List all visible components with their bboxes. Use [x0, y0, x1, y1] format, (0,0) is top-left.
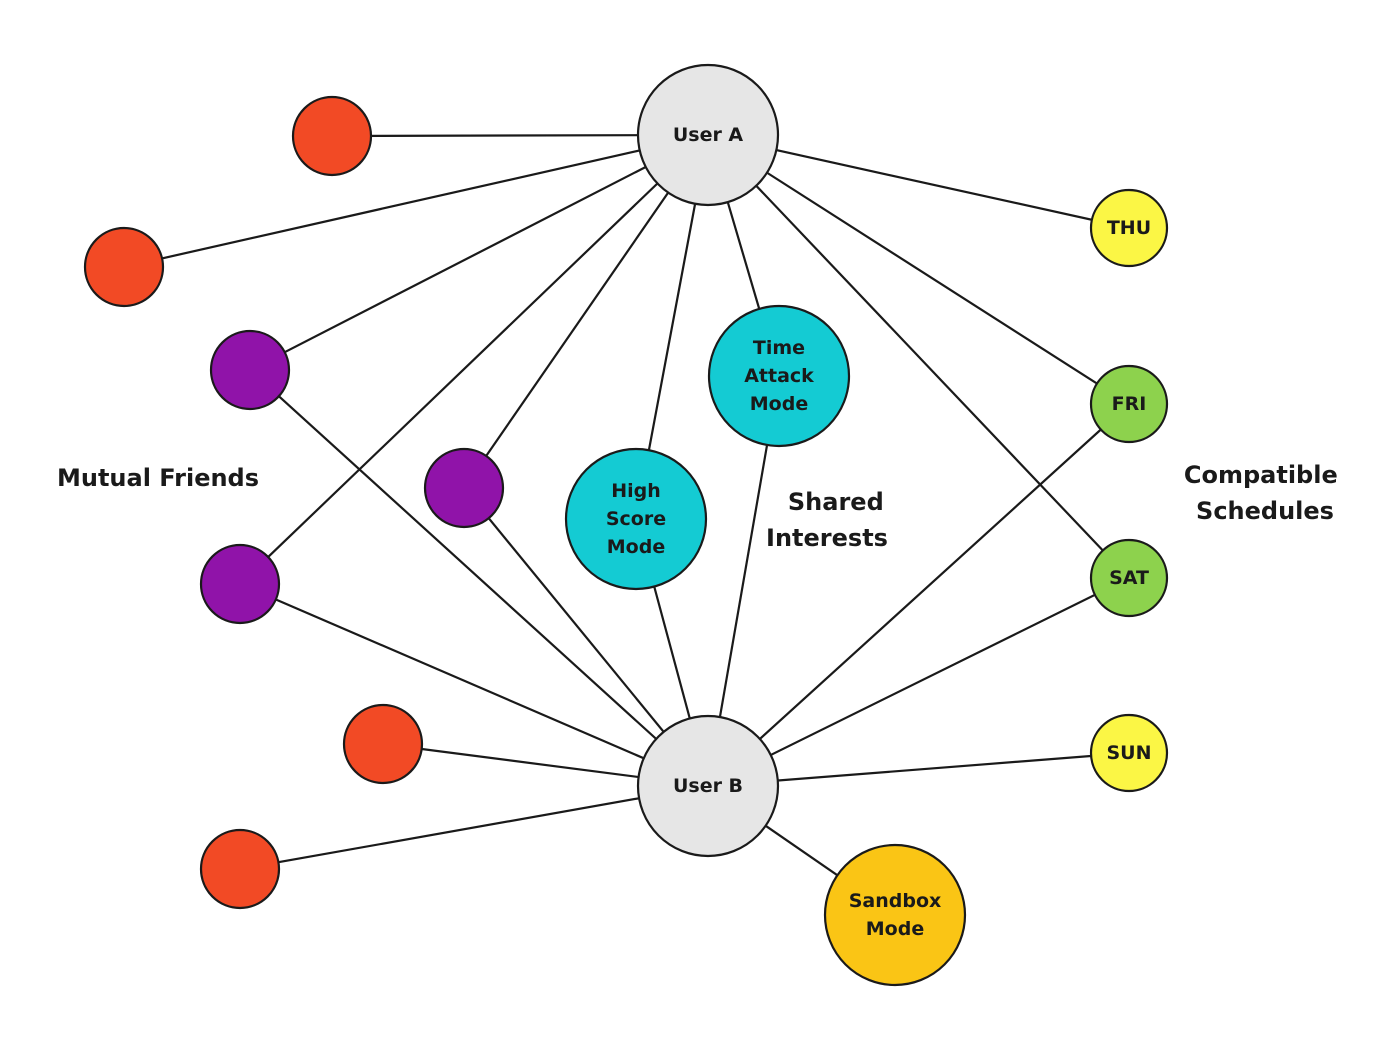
node-label-line: Mode [750, 393, 808, 415]
node-label-line: Score [606, 508, 666, 530]
node-circle-day-sat [1089, 538, 1169, 618]
node-label-day-fri: FRI [1112, 393, 1147, 415]
edge-user-a-friend-purple-1 [249, 134, 709, 371]
edge-user-a-day-fri [707, 134, 1130, 405]
edge-user-b-friend-red-4 [239, 784, 709, 871]
edge-user-a-friend-purple-3 [239, 134, 709, 585]
edge-user-a-day-thu [707, 133, 1130, 230]
node-circle-user-b [636, 714, 780, 858]
node-circle-user-a [636, 63, 780, 207]
node-user-b: User B [636, 714, 780, 858]
node-friend-red-1 [291, 95, 373, 177]
node-friend-red-2 [83, 226, 165, 308]
edge-user-a-friend-red-2 [123, 133, 709, 269]
node-label-line: High [611, 480, 661, 502]
group-label-mutual-friends: Mutual Friends [57, 464, 259, 492]
edge-user-b-friend-purple-1 [249, 369, 709, 787]
node-circle-interest-high-score [564, 447, 708, 591]
node-day-fri: FRI [1089, 364, 1169, 444]
node-circle-friend-red-2 [83, 226, 165, 308]
node-day-sat: SAT [1089, 538, 1169, 618]
node-friend-purple-1 [209, 329, 291, 411]
node-circle-friend-purple-3 [199, 543, 281, 625]
node-label-line: FRI [1112, 393, 1147, 415]
node-friend-purple-3 [199, 543, 281, 625]
node-label-user-b: User B [673, 775, 743, 797]
node-label-line: Sandbox [849, 890, 942, 912]
node-label-day-thu: THU [1107, 217, 1151, 239]
node-label-day-sat: SAT [1109, 567, 1149, 589]
node-circle-friend-red-4 [199, 828, 281, 910]
node-circle-friend-red-3 [342, 703, 424, 785]
node-label-user-a: User A [673, 124, 744, 146]
node-circle-day-fri [1089, 364, 1169, 444]
node-circle-friend-red-1 [291, 95, 373, 177]
group-label-shared-interests: Shared Interests [766, 488, 892, 552]
edge-user-a-day-sat [707, 134, 1130, 579]
node-friend-red-3 [342, 703, 424, 785]
node-label-line: THU [1107, 217, 1151, 239]
edge-user-a-friend-purple-2 [463, 134, 709, 489]
node-label-day-sun: SUN [1106, 742, 1151, 764]
node-label-line: Time [753, 337, 805, 359]
node-user-a: User A [636, 63, 780, 207]
node-label-line: Attack [744, 365, 814, 387]
node-day-thu: THU [1089, 188, 1169, 268]
group-label-layer: Mutual Friends Shared Interests Compatib… [57, 461, 1346, 552]
node-label-line: User B [673, 775, 743, 797]
node-circle-day-thu [1089, 188, 1169, 268]
node-circle-friend-purple-2 [423, 447, 505, 529]
node-label-line: SUN [1106, 742, 1151, 764]
edge-user-b-day-sat [707, 577, 1130, 787]
node-label-line: SAT [1109, 567, 1149, 589]
node-friend-red-4 [199, 828, 281, 910]
edge-user-b-friend-purple-3 [239, 582, 709, 788]
node-friend-purple-2 [423, 447, 505, 529]
node-label-line: User A [673, 124, 744, 146]
node-circle-friend-purple-1 [209, 329, 291, 411]
node-circle-interest-time-attack [707, 304, 851, 448]
node-label-line: Mode [866, 918, 924, 940]
node-day-sun: SUN [1089, 713, 1169, 793]
node-circle-interest-sandbox [823, 843, 967, 987]
node-circle-day-sun [1089, 713, 1169, 793]
edge-user-b-day-fri [707, 403, 1130, 787]
group-label-compatible-schedules: Compatible Schedules [1184, 461, 1346, 525]
node-label-line: Mode [607, 536, 665, 558]
